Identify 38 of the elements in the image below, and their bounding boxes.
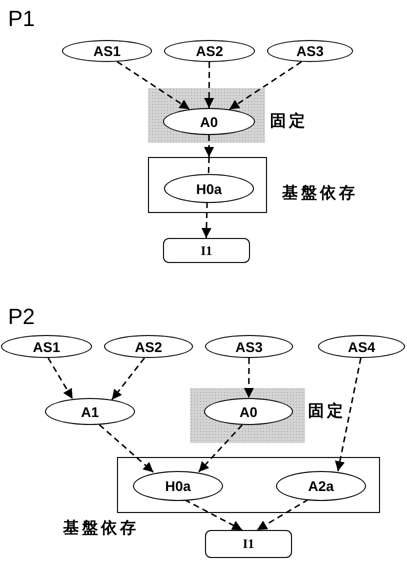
oval-node: AS2 <box>164 40 255 62</box>
annotation-label: 基盤依存 <box>282 184 358 202</box>
arrow <box>198 424 243 472</box>
oval-node: AS3 <box>267 40 353 62</box>
arrow <box>98 424 154 473</box>
oval-node: H0a <box>164 174 254 203</box>
arrow <box>334 358 362 472</box>
arrow <box>204 135 214 157</box>
oval-node: AS4 <box>318 335 405 358</box>
oval-node: A1 <box>45 398 135 425</box>
rounded-box: I1 <box>163 238 250 263</box>
oval-node: A2a <box>276 471 366 501</box>
oval-node: A0 <box>204 398 293 425</box>
frame-box <box>148 157 267 213</box>
oval-node: AS3 <box>205 335 293 358</box>
arrow <box>116 61 190 110</box>
arrow <box>244 358 254 398</box>
shaded-area <box>148 88 265 143</box>
rounded-box: I1 <box>205 530 292 558</box>
arrow <box>256 498 309 531</box>
annotation-label: 固定 <box>308 402 346 420</box>
shaded-area <box>190 388 305 443</box>
oval-node: A0 <box>163 108 255 135</box>
panel-label: P1 <box>8 8 35 30</box>
arrow <box>228 61 302 110</box>
annotation-label: 固定 <box>270 112 308 130</box>
oval-node: AS1 <box>1 335 92 358</box>
arrow <box>48 358 74 400</box>
arrow <box>184 499 243 531</box>
oval-node: H0a <box>133 471 223 501</box>
arrow <box>111 358 145 400</box>
annotation-label: 基盤依存 <box>63 519 139 537</box>
arrow <box>201 202 212 238</box>
arrow <box>204 62 214 108</box>
panel-label: P2 <box>8 306 35 328</box>
frame-box <box>117 457 380 513</box>
oval-node: AS2 <box>104 335 193 358</box>
oval-node: AS1 <box>62 40 152 62</box>
